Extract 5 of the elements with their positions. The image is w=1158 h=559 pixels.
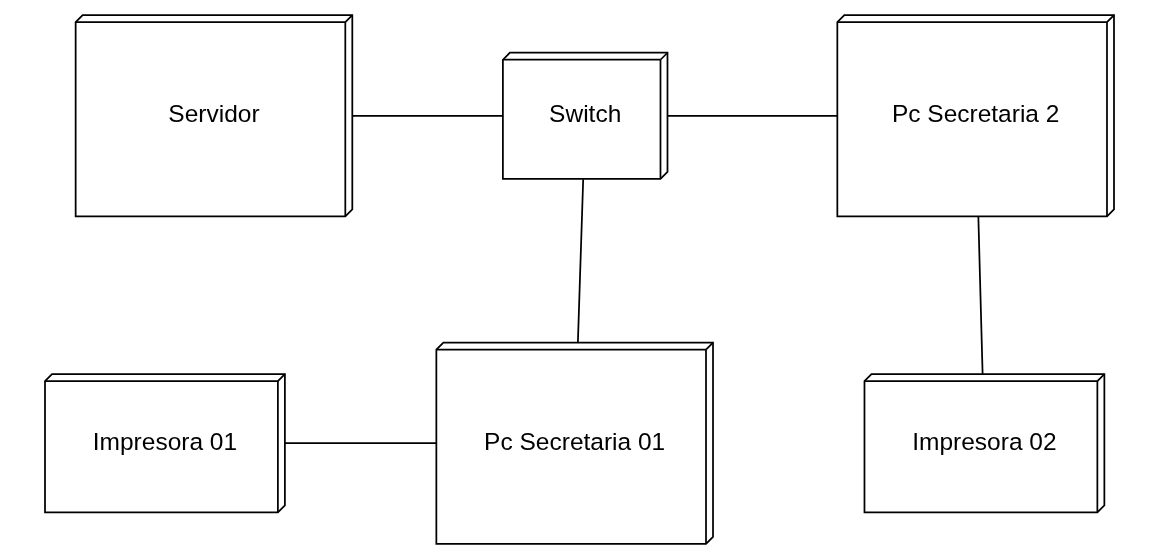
- connector: [351, 114, 503, 117]
- connector: [283, 442, 437, 445]
- connector: [976, 215, 983, 375]
- connector: [576, 178, 584, 344]
- connector: [666, 114, 838, 117]
